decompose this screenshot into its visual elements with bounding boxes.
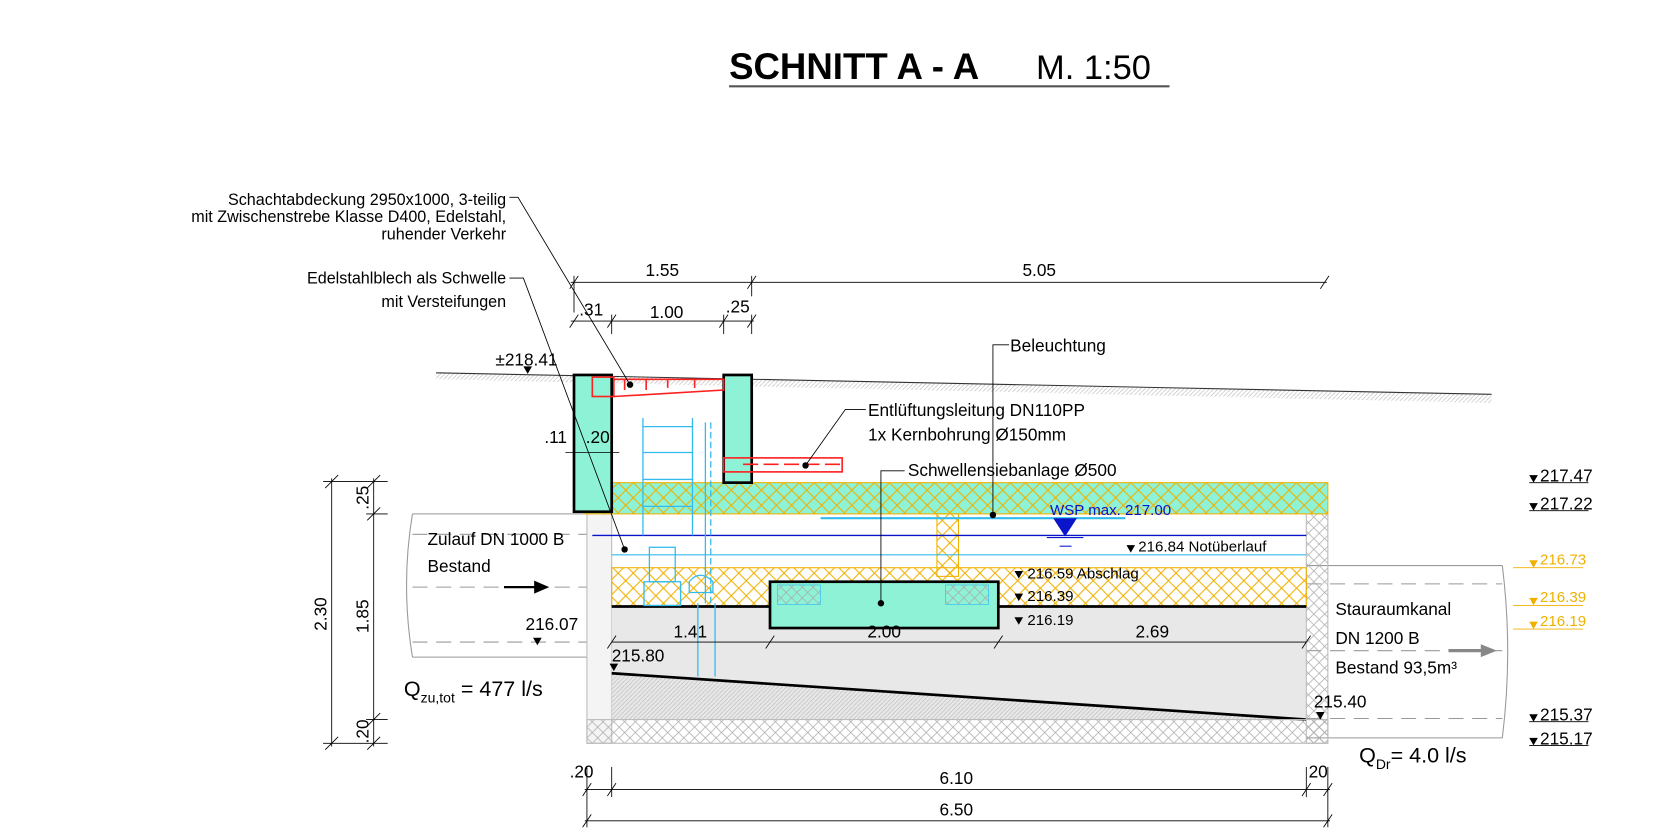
dim-left-b: 1.85 (352, 599, 372, 633)
cover-callout: Schachtabdeckung 2950x1000, 3-teilig mit… (191, 191, 507, 311)
cover-frame (591, 376, 725, 398)
dim-left-total: 2.30 (310, 597, 330, 631)
outlet-label-1: Stauraumkanal (1335, 599, 1451, 619)
top-dimensions (569, 275, 1330, 335)
dim-top-b: 5.05 (1022, 260, 1056, 280)
callout-screen: Schwellensiebanlage Ø500 (908, 460, 1117, 480)
inflow-label: Qzu,tot = 477 l/s (404, 677, 543, 705)
level-right-216-39: 216.39 (1540, 589, 1586, 606)
level-ground: ±218.41 (495, 349, 557, 369)
dim-wall-a: .11 (544, 427, 567, 447)
outflow-label: QDr= 4.0 l/s (1359, 744, 1466, 772)
cover-slab (584, 482, 1329, 515)
title-scale: M. 1:50 (1036, 49, 1151, 87)
dim-top-a: 1.55 (646, 260, 680, 280)
dim-bottom-a: .20 (570, 762, 594, 782)
dim-sub-a: .31 (579, 300, 603, 320)
callout-cover-3: ruhender Verkehr (381, 225, 506, 243)
sloped-floor (611, 671, 1307, 721)
level-right-217-47: 217.47 (1540, 466, 1593, 486)
ladder (642, 418, 712, 604)
level-inlet-invert: 216.07 (526, 614, 579, 634)
left-dimensions (323, 474, 388, 751)
dim-wall-b: .20 (586, 427, 610, 447)
level-right-215-37: 215.37 (1540, 705, 1593, 725)
bottom-dimensions (582, 766, 1333, 828)
callout-cover-1: Schachtabdeckung 2950x1000, 3-teilig (228, 191, 506, 209)
inlet-label-1: Zulauf DN 1000 B (428, 529, 565, 549)
dim-sub-b: 1.00 (650, 302, 684, 322)
outlet-label-2: DN 1200 B (1335, 628, 1419, 648)
callout-sill-1: Edelstahlblech als Schwelle (307, 269, 506, 287)
level-wsp: WSP max. 217.00 (1050, 502, 1171, 519)
dim-inner-c: 2.69 (1136, 622, 1170, 642)
level-triangle-orange-icons (1529, 560, 1538, 630)
dim-sub-c: .25 (726, 297, 750, 317)
shaft-wall-right (722, 373, 754, 484)
drawing-title: SCHNITT A - A M. 1:50 (729, 46, 1170, 88)
callout-cover-2: mit Zwischenstrebe Klasse D400, Edelstah… (191, 208, 506, 226)
chamber-structure (572, 373, 1329, 744)
inlet-pipe (406, 513, 587, 658)
callout-vent-1: Entlüftungsleitung DN110PP (868, 400, 1085, 420)
dim-inner-a: 1.41 (674, 622, 708, 642)
inlet-label-2: Bestand (428, 556, 491, 576)
level-overflow: 216.84 Notüberlauf (1138, 539, 1267, 556)
callout-lighting: Beleuchtung (1010, 335, 1106, 355)
dim-left-a: .25 (352, 486, 372, 510)
level-underlines (1529, 482, 1589, 746)
outflow-arrow-icon (1448, 644, 1497, 658)
screen-unit (768, 580, 1000, 630)
title-main: SCHNITT A - A (729, 46, 979, 87)
callout-sill-2: mit Versteifungen (381, 293, 506, 311)
pump-icon (643, 546, 716, 677)
dim-left-c: .20 (352, 719, 372, 743)
vent-pipe (722, 457, 843, 473)
dim-inner-b: 2.00 (867, 622, 901, 642)
inner-dimensions (607, 635, 1311, 649)
dim-bottom-b: 6.10 (940, 768, 974, 788)
level-abschlag: 216.59 Abschlag (1027, 566, 1138, 583)
leader-dots (621, 381, 997, 607)
level-216-39: 216.39 (1027, 588, 1073, 605)
leader-lines (509, 196, 1010, 604)
level-right-217-22: 217.22 (1540, 494, 1593, 514)
level-right-216-73: 216.73 (1540, 552, 1586, 569)
flow-arrow-icon (504, 580, 550, 594)
level-triangle-icons (523, 366, 1538, 746)
dim-bottom-c: 20 (1309, 762, 1328, 782)
level-floor-end: 215.40 (1314, 692, 1367, 712)
callout-vent-2: 1x Kernbohrung Ø150mm (868, 425, 1066, 445)
shaft-wall-left (572, 373, 614, 514)
water-level-icon (1046, 518, 1084, 547)
level-right-216-19: 216.19 (1540, 613, 1586, 630)
outlet-pipe (1306, 565, 1509, 739)
dim-bottom-total: 6.50 (940, 799, 974, 819)
level-floor-start: 215.80 (612, 645, 665, 665)
outlet-label-3: Bestand 93,5m³ (1335, 657, 1457, 677)
level-right-215-17: 215.17 (1540, 728, 1593, 748)
level-216-19: 216.19 (1027, 612, 1073, 629)
